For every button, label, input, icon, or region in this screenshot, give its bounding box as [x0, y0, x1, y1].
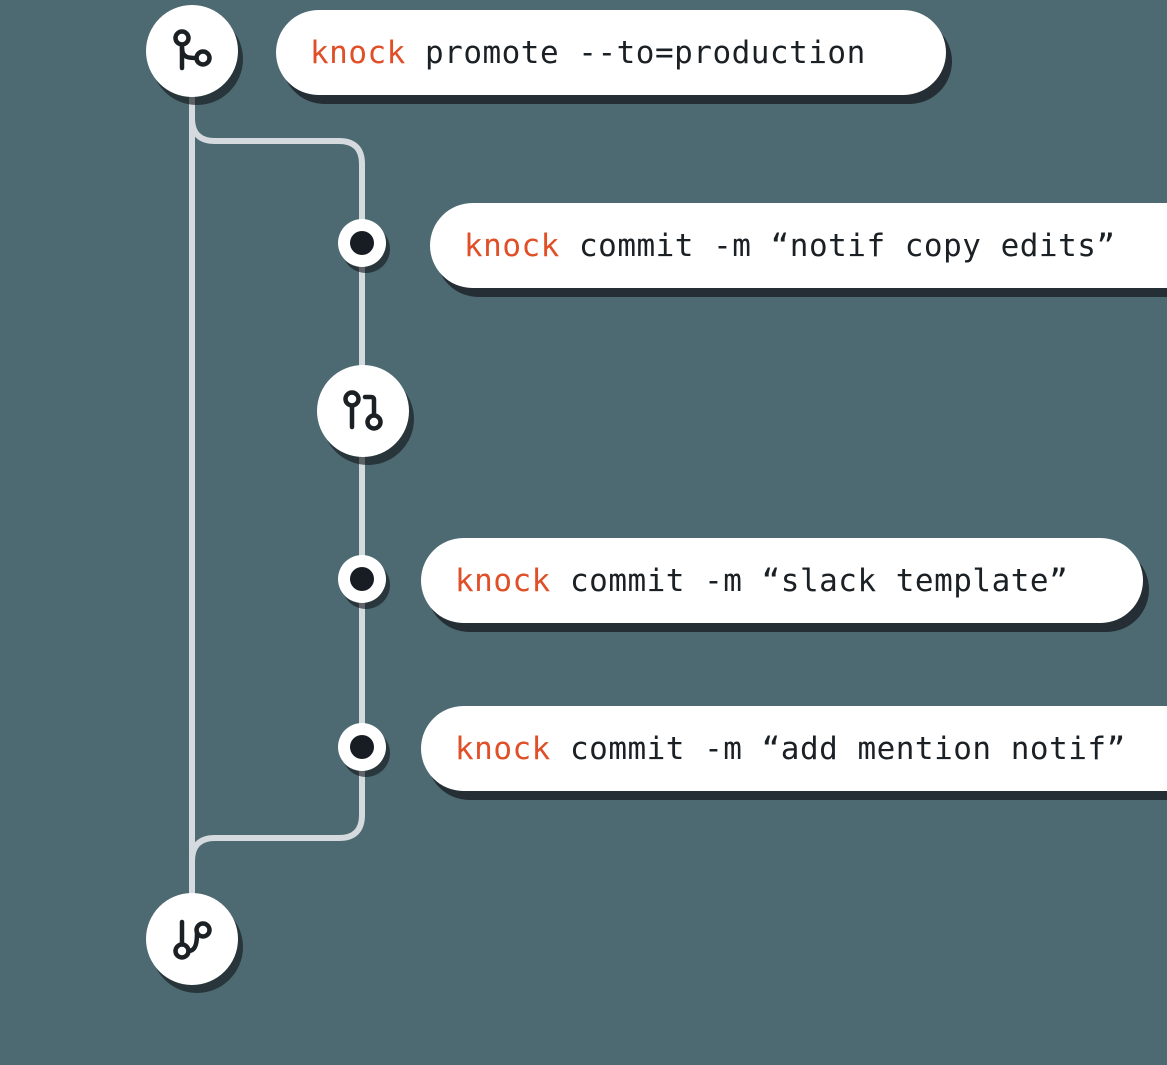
commit-dot[interactable]	[338, 219, 386, 267]
git-merge-icon	[167, 914, 217, 964]
commit-dot[interactable]	[338, 723, 386, 771]
git-merge-node[interactable]	[146, 893, 238, 985]
command-pill-commit-3[interactable]: knock commit -m “add mention notif”	[421, 706, 1167, 791]
command-args: promote --to=production	[405, 34, 866, 71]
command-keyword: knock	[455, 562, 551, 599]
commit-dot-core	[350, 231, 374, 255]
commit-dot-core	[350, 567, 374, 591]
git-pull-request-node[interactable]	[317, 365, 409, 457]
git-branch-icon	[167, 26, 217, 76]
commit-dot-core	[350, 735, 374, 759]
git-branch-node[interactable]	[146, 5, 238, 97]
command-keyword: knock	[464, 227, 560, 264]
command-pill-promote[interactable]: knock promote --to=production	[276, 10, 946, 95]
command-keyword: knock	[455, 730, 551, 767]
command-args: commit -m “slack template”	[550, 562, 1069, 599]
git-pull-request-icon	[338, 386, 388, 436]
command-args: commit -m “add mention notif”	[550, 730, 1126, 767]
command-pill-commit-2[interactable]: knock commit -m “slack template”	[421, 538, 1143, 623]
command-pill-commit-1[interactable]: knock commit -m “notif copy edits”	[430, 203, 1167, 288]
command-args: commit -m “notif copy edits”	[559, 227, 1116, 264]
commit-dot[interactable]	[338, 555, 386, 603]
command-keyword: knock	[310, 34, 406, 71]
